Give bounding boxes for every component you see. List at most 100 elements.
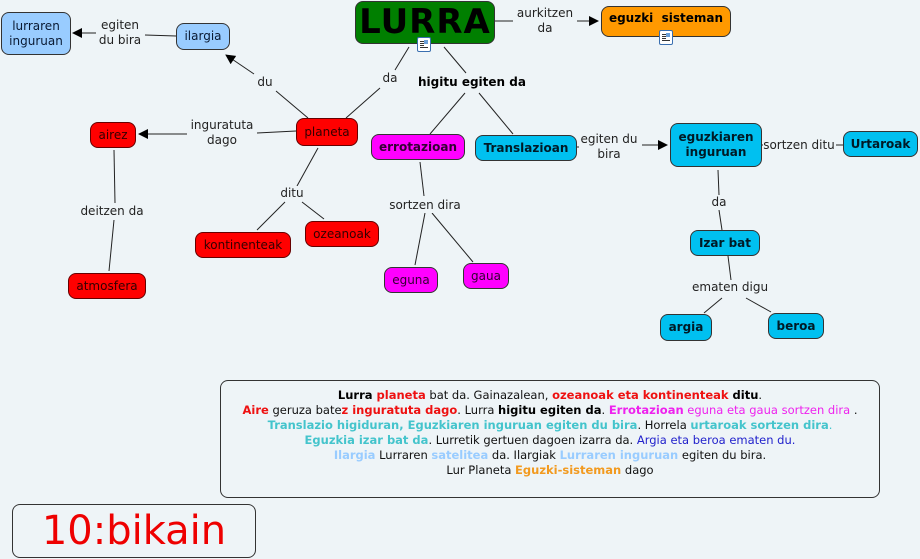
concept-label: atmosfera [76, 278, 138, 293]
concept-translazioan[interactable]: Translazioan [475, 135, 577, 161]
linking-phrase[interactable]: da [709, 195, 729, 210]
summary-segment: ozeanoak eta kontinenteak [552, 388, 729, 402]
linking-phrase[interactable]: higitu egiten da [417, 75, 527, 90]
summary-segment: satelitea [431, 448, 489, 462]
link-line [443, 46, 467, 74]
linking-phrase[interactable]: ditu [279, 186, 305, 201]
summary-segment: eguna eta gaua sortzen dira [683, 403, 854, 417]
concept-label: airez [98, 127, 128, 142]
concept-label: eguzkiaren inguruan [678, 130, 754, 159]
concept-label: eguna [392, 272, 430, 287]
linking-phrase[interactable]: ematen digu [692, 280, 769, 295]
link-arrow [225, 54, 255, 75]
summary-line: Translazio higiduran, Eguzkiaren ingurua… [225, 418, 875, 433]
summary-segment: . Lurretik gertuen dagoen izarra da. [428, 433, 637, 447]
link-line [419, 161, 425, 197]
concept-airez[interactable]: airez [90, 122, 136, 148]
concept-lurraren-inguruan[interactable]: lurraren inguruan [1, 12, 71, 55]
concept-label: LURRA [359, 2, 491, 43]
concept-label: kontinenteak [203, 237, 283, 252]
link-line [108, 219, 115, 272]
link-line [256, 201, 286, 231]
linking-phrase[interactable]: deitzen da [79, 204, 145, 219]
linking-phrase[interactable]: sortzen dira [388, 198, 462, 213]
linking-phrase[interactable]: sortzen ditu [763, 138, 835, 153]
linking-phrase[interactable]: du [254, 75, 276, 90]
linking-phrase[interactable]: egiten du bira [579, 132, 639, 162]
summary-segment: . [758, 388, 763, 402]
link-line [113, 149, 116, 204]
summary-segment: geruza bate [268, 403, 342, 417]
summary-segment: urtaroak sortzen dira [690, 418, 829, 432]
concept-lurra[interactable]: LURRA [355, 1, 495, 44]
summary-segment: dago [621, 463, 654, 477]
link-line [703, 297, 723, 314]
concept-label: beroa [776, 318, 816, 333]
concept-label: ilargia [184, 29, 222, 43]
grade-box: 10:bikain [12, 504, 256, 558]
summary-segment: Lurraren [375, 448, 432, 462]
summary-segment: Lurra [337, 388, 377, 402]
summary-segment: . [601, 403, 609, 417]
summary-segment: Lurraren inguruan [559, 448, 679, 462]
document-image-icon[interactable] [417, 37, 431, 52]
link-line [256, 130, 297, 134]
summary-segment: ditu [728, 388, 759, 402]
concept-eguna[interactable]: eguna [384, 267, 438, 293]
concept-beroa[interactable]: beroa [768, 313, 824, 339]
concept-kontinenteak[interactable]: kontinenteak [195, 232, 291, 258]
linking-phrase[interactable]: da [379, 71, 401, 86]
summary-segment: . [853, 403, 858, 417]
linking-phrase[interactable]: egiten du bira [96, 18, 144, 48]
concept-eguzkiaren-inguruan[interactable]: eguzkiaren inguruan [670, 123, 762, 167]
link-line [394, 46, 410, 71]
concept-izar-bat[interactable]: Izar bat [690, 230, 760, 256]
link-line [717, 169, 720, 196]
summary-segment: da. Ilargiak [488, 448, 560, 462]
linking-phrase[interactable]: aurkitzen da [514, 6, 576, 36]
linking-phrase[interactable]: inguratuta dago [189, 118, 255, 148]
concept-label: gaua [471, 268, 501, 283]
concept-urtaroak[interactable]: Urtaroak [843, 131, 918, 157]
concept-gaua[interactable]: gaua [463, 263, 509, 289]
link-line [414, 212, 426, 266]
summary-segment: Ilargia [333, 448, 376, 462]
link-line [478, 92, 514, 135]
concept-atmosfera[interactable]: atmosfera [68, 273, 146, 299]
concept-argia[interactable]: argia [660, 314, 712, 341]
link-line [745, 297, 772, 313]
link-line [275, 90, 309, 119]
summary-segment: Errotazioan [608, 403, 684, 417]
concept-label: Izar bat [698, 235, 752, 250]
summary-segment: . Lurra [457, 403, 499, 417]
summary-line: Aire geruza batez inguratuta dago. Lurra… [225, 403, 875, 418]
summary-segment: Argia eta beroa ematen du. [636, 433, 796, 447]
concept-label: planeta [304, 124, 350, 139]
link-line [296, 147, 319, 187]
document-image-icon[interactable] [659, 30, 673, 45]
summary-line: Eguzkia izar bat da. Lurretik gertuen da… [225, 433, 875, 448]
concept-planeta[interactable]: planeta [296, 118, 358, 146]
concept-errotazioan[interactable]: errotazioan [371, 134, 465, 160]
link-line [144, 34, 177, 37]
link-line [429, 92, 466, 135]
link-line [718, 209, 723, 231]
summary-segment: Eguzki-sisteman [515, 463, 622, 477]
summary-segment: egiten du bira. [678, 448, 767, 462]
concept-label: eguzki sisteman [608, 11, 724, 25]
concept-label: errotazioan [378, 139, 458, 154]
summary-segment: . Horrela [637, 418, 691, 432]
link-line [431, 212, 474, 263]
concept-label: lurraren inguruan [9, 18, 63, 48]
link-line [727, 255, 732, 281]
link-line [345, 87, 381, 119]
concept-label: Urtaroak [850, 136, 911, 151]
concept-label: ozeanoak [313, 226, 371, 241]
summary-segment: planeta [376, 388, 426, 402]
concept-ozeanoak[interactable]: ozeanoak [305, 221, 379, 247]
summary-segment: Translazio higiduran, Eguzkiaren ingurua… [267, 418, 638, 432]
summary-line: Lurra planeta bat da. Gainazalean, ozean… [225, 388, 875, 403]
summary-segment: . [828, 418, 833, 432]
concept-ilargia[interactable]: ilargia [176, 23, 230, 50]
